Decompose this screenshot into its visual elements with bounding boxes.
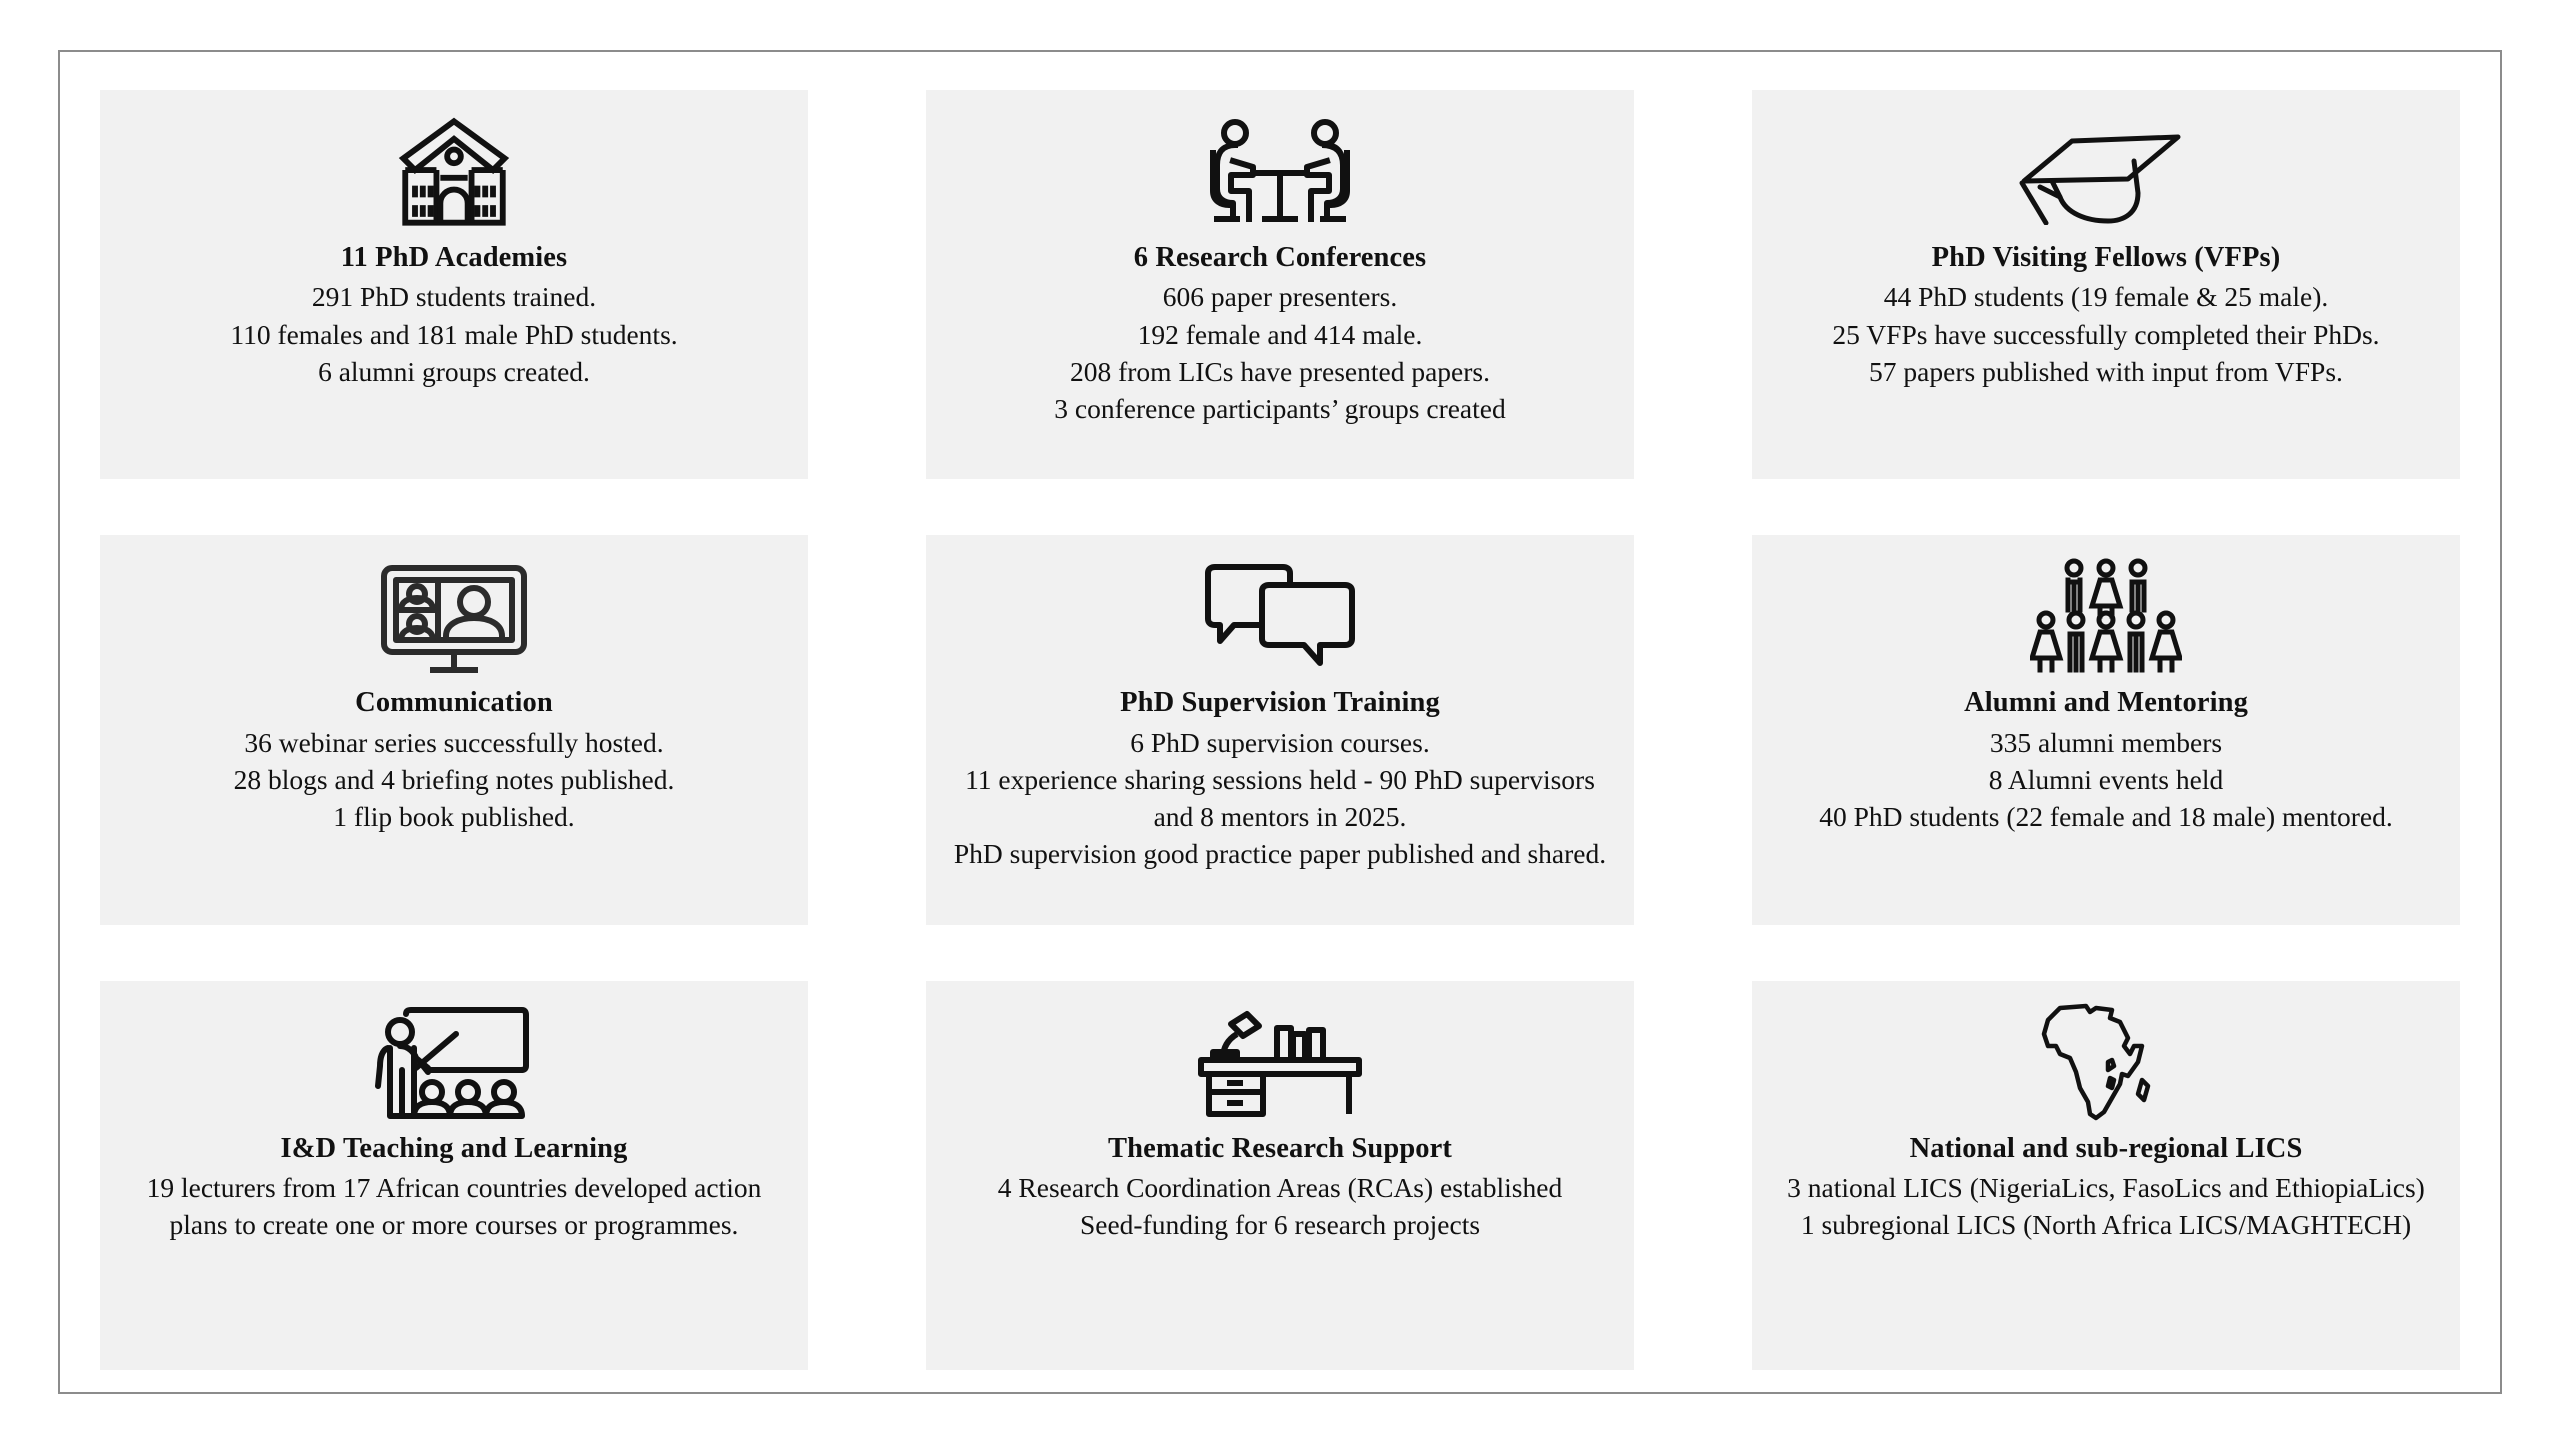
card-line: 19 lecturers from 17 African countries d… xyxy=(146,1172,769,1241)
card-line: 44 PhD students (19 female & 25 male). xyxy=(1883,281,2329,313)
card-thematic-research-support: Thematic Research Support 4 Research Coo… xyxy=(926,980,1634,1370)
meeting-table-icon xyxy=(1195,108,1365,236)
card-line: 8 Alumni events held xyxy=(1988,763,2224,795)
card-line: 3 conference participants’ groups create… xyxy=(1054,392,1506,424)
card-line: 606 paper presenters. xyxy=(1162,281,1398,313)
card-line: 192 female and 414 male. xyxy=(1137,318,1423,350)
card-title: Thematic Research Support xyxy=(1108,1132,1452,1164)
card-line: 6 alumni groups created. xyxy=(318,355,590,387)
card-line: 40 PhD students (22 female and 18 male) … xyxy=(1819,801,2393,833)
study-desk-icon xyxy=(1197,999,1363,1127)
card-title: PhD Visiting Fellows (VFPs) xyxy=(1931,242,2281,273)
card-research-conferences: 6 Research Conferences 606 paper present… xyxy=(926,90,1634,480)
card-communication: Communication 36 webinar series successf… xyxy=(100,535,808,925)
card-title: Alumni and Mentoring xyxy=(1964,687,2248,719)
card-line: 291 PhD students trained. xyxy=(311,281,597,313)
card-title: National and sub-regional LICS xyxy=(1909,1132,2303,1164)
card-national-subregional-lics: National and sub-regional LICS 3 nationa… xyxy=(1752,980,2460,1370)
card-line: 36 webinar series successfully hosted. xyxy=(244,726,664,758)
card-line: 57 papers published with input from VFPs… xyxy=(1869,355,2343,387)
card-line: 208 from LICs have presented papers. xyxy=(1069,355,1490,387)
speech-bubbles-icon xyxy=(1200,553,1360,681)
card-title: 11 PhD Academies xyxy=(340,242,568,273)
card-lines: 3 national LICS (NigeriaLics, FasoLics a… xyxy=(1787,1169,2425,1243)
card-lines: 4 Research Coordination Areas (RCAs) est… xyxy=(998,1169,1562,1243)
card-line: 3 national LICS (NigeriaLics, FasoLics a… xyxy=(1787,1172,2425,1204)
card-line: 1 flip book published. xyxy=(333,801,575,833)
graduation-cap-icon xyxy=(2016,108,2196,236)
video-conference-icon xyxy=(374,553,534,681)
card-phd-visiting-fellows: PhD Visiting Fellows (VFPs) 44 PhD stude… xyxy=(1752,90,2460,480)
card-teaching-learning: I&D Teaching and Learning 19 lecturers f… xyxy=(100,980,808,1370)
card-lines: 44 PhD students (19 female & 25 male). 2… xyxy=(1832,278,2379,389)
card-title: PhD Supervision Training xyxy=(1120,687,1440,719)
africa-map-icon xyxy=(2038,999,2174,1127)
card-title: 6 Research Conferences xyxy=(1133,242,1427,273)
card-alumni-mentoring: Alumni and Mentoring 335 alumni members … xyxy=(1752,535,2460,925)
people-group-icon xyxy=(2030,553,2182,681)
card-phd-academies: 11 PhD Academies 291 PhD students traine… xyxy=(100,90,808,480)
card-line: PhD supervision good practice paper publ… xyxy=(953,838,1607,870)
card-lines: 19 lecturers from 17 African countries d… xyxy=(121,1169,787,1243)
teacher-classroom-icon xyxy=(370,999,538,1127)
card-line: 1 subregional LICS (North Africa LICS/MA… xyxy=(1800,1209,2412,1241)
card-line: Seed-funding for 6 research projects xyxy=(1079,1209,1481,1241)
achievements-grid: 11 PhD Academies 291 PhD students traine… xyxy=(100,90,2460,1370)
card-lines: 335 alumni members 8 Alumni events held … xyxy=(1819,724,2393,835)
card-lines: 36 webinar series successfully hosted. 2… xyxy=(234,724,675,835)
card-line: 110 females and 181 male PhD students. xyxy=(230,318,678,350)
card-line: 4 Research Coordination Areas (RCAs) est… xyxy=(997,1172,1563,1204)
infographic-frame: 11 PhD Academies 291 PhD students traine… xyxy=(58,50,2502,1394)
card-line: 25 VFPs have successfully completed thei… xyxy=(1832,318,2380,350)
card-lines: 6 PhD supervision courses. 11 experience… xyxy=(947,724,1613,873)
card-lines: 291 PhD students trained. 110 females an… xyxy=(230,278,677,389)
card-line: 11 experience sharing sessions held - 90… xyxy=(965,763,1602,833)
card-line: 28 blogs and 4 briefing notes published. xyxy=(233,763,675,795)
card-line: 335 alumni members xyxy=(1989,726,2223,758)
school-building-icon xyxy=(376,108,532,236)
card-line: 6 PhD supervision courses. xyxy=(1130,726,1430,758)
card-title: I&D Teaching and Learning xyxy=(280,1132,628,1164)
card-lines: 606 paper presenters. 192 female and 414… xyxy=(1054,278,1505,427)
card-phd-supervision-training: PhD Supervision Training 6 PhD supervisi… xyxy=(926,535,1634,925)
card-title: Communication xyxy=(355,687,553,719)
